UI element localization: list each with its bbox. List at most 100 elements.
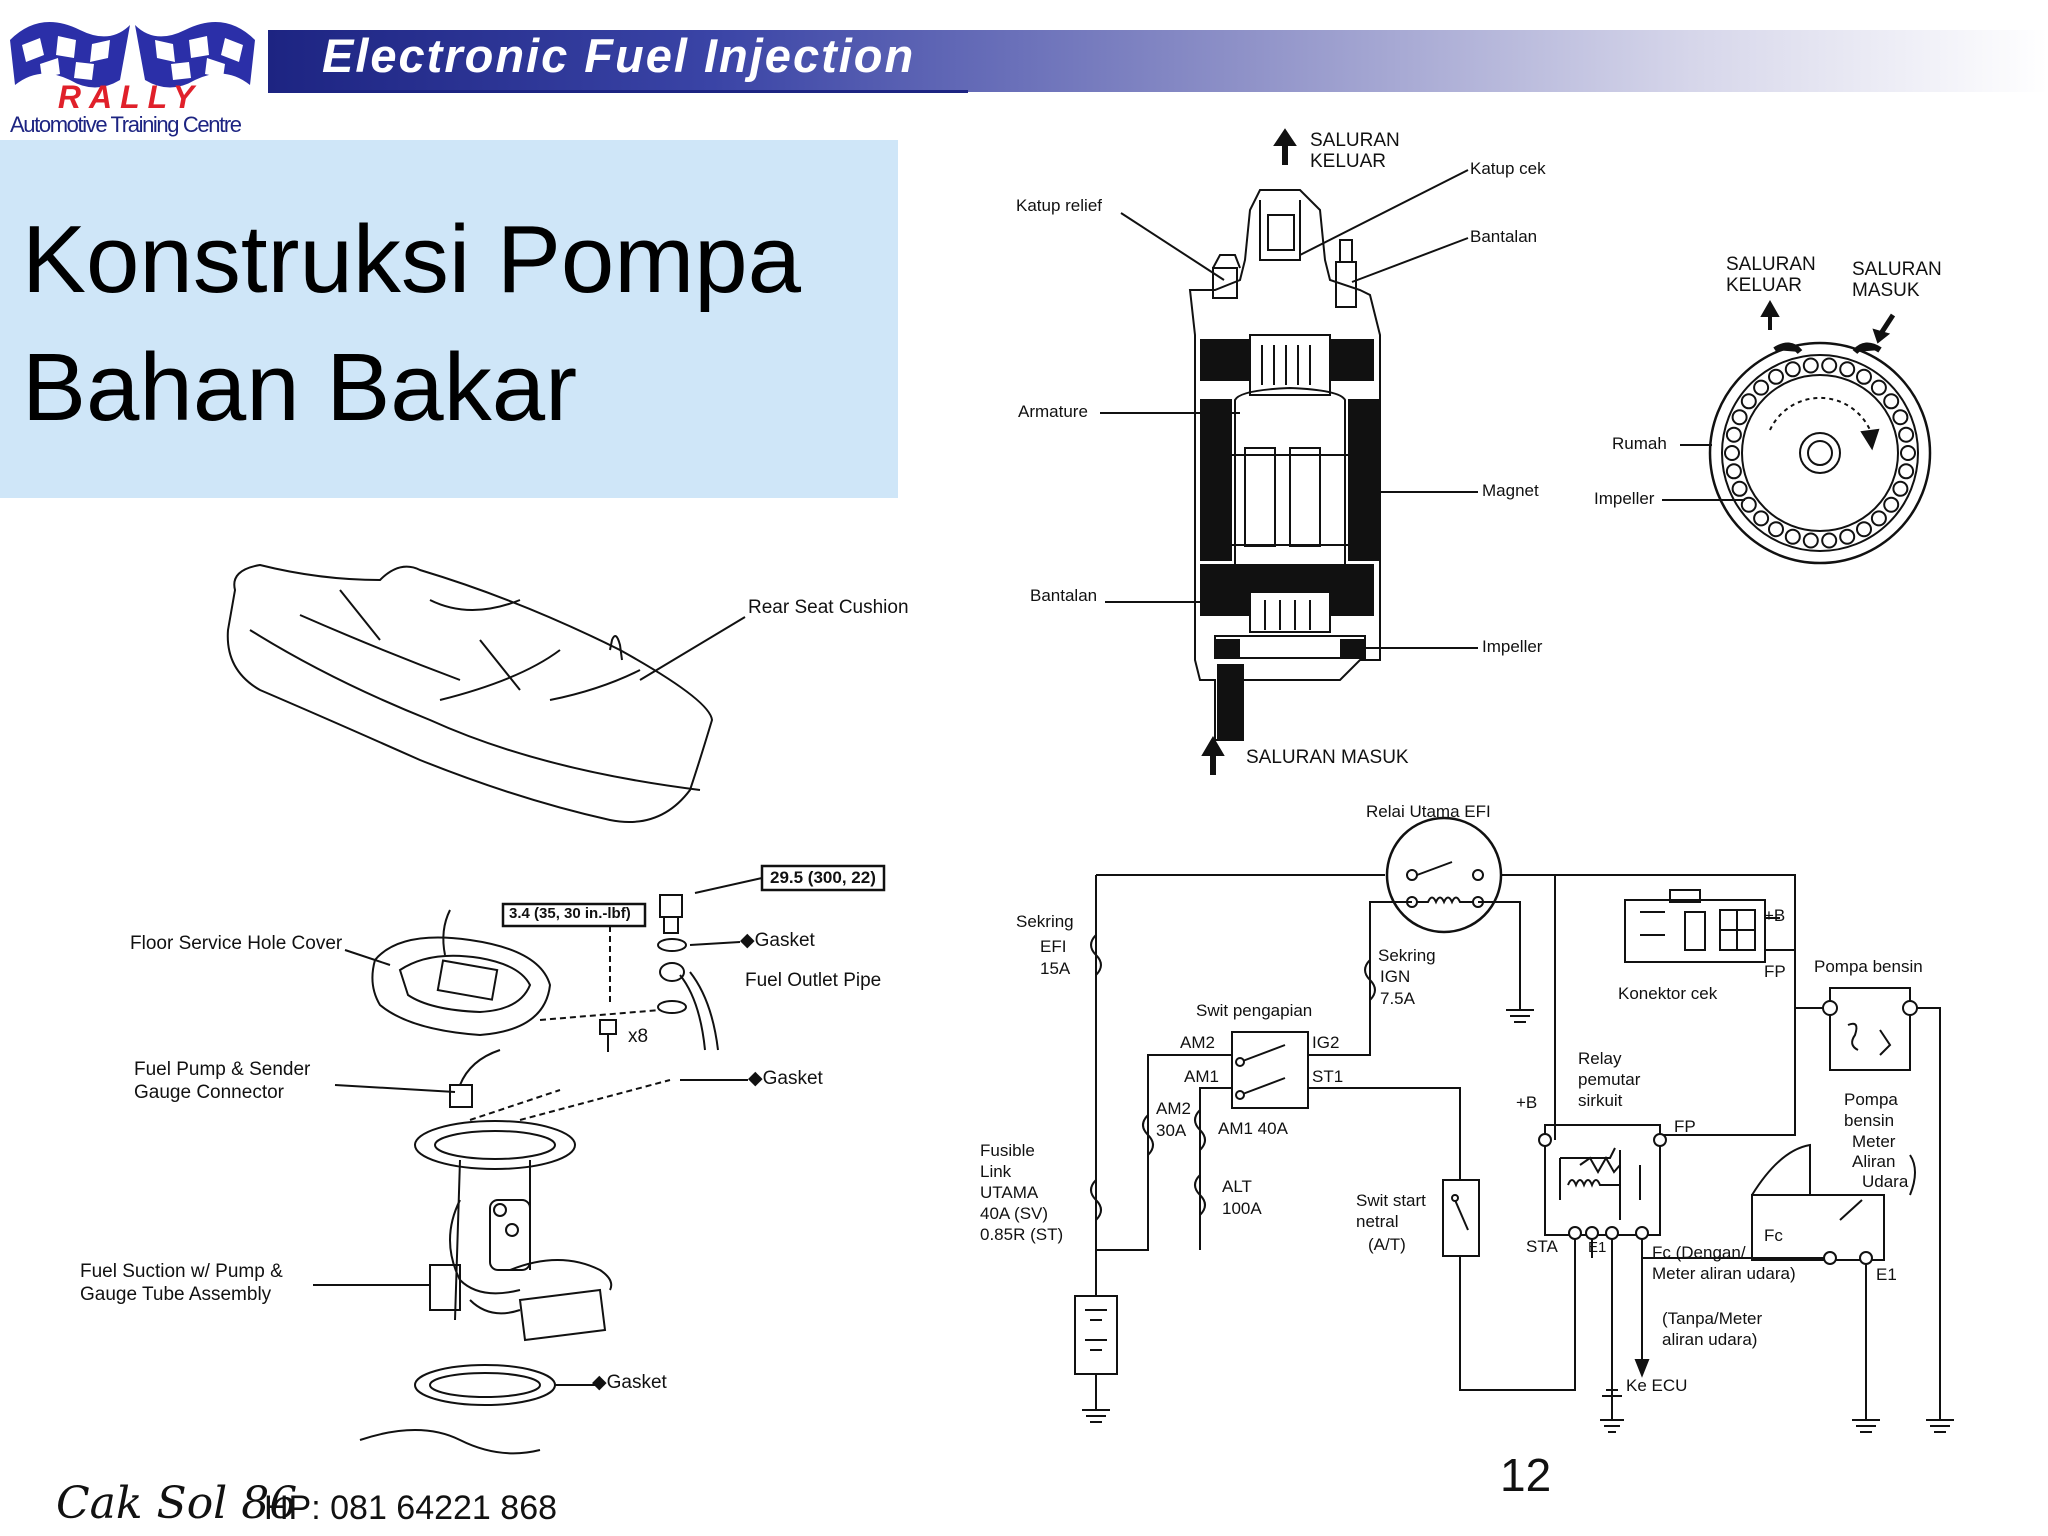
label-ig2: IG2 bbox=[1312, 1033, 1340, 1052]
header-underline bbox=[268, 90, 968, 93]
label-am1-40a: AM1 40A bbox=[1218, 1119, 1288, 1138]
label-katup-cek: Katup cek bbox=[1470, 159, 1546, 178]
leader-bantalan-top bbox=[1351, 237, 1469, 283]
impeller-tooth bbox=[1731, 409, 1748, 426]
logo-text: RALLY bbox=[58, 79, 202, 115]
label-sekring-ign-1: Sekring bbox=[1378, 946, 1436, 965]
impeller-tooth bbox=[1731, 480, 1748, 497]
label-alt-2: 100A bbox=[1222, 1199, 1262, 1218]
label-fc-dengan-2: Meter aliran udara) bbox=[1652, 1264, 1796, 1283]
checkered-flag-right-icon bbox=[135, 22, 255, 88]
impeller-tooth bbox=[1725, 426, 1742, 443]
connector-drawing bbox=[449, 1049, 501, 1108]
tank-gasket-drawing bbox=[414, 1364, 556, 1406]
bolt-drawing bbox=[599, 1019, 617, 1052]
label-suction-line2: Gauge Tube Assembly bbox=[80, 1284, 272, 1305]
impeller-tooth bbox=[1839, 528, 1856, 545]
label-imp-impeller: Impeller bbox=[1594, 489, 1655, 508]
label-katup-relief: Katup relief bbox=[1016, 196, 1102, 215]
fuel-outlet-pipe-drawing bbox=[657, 894, 719, 1051]
impeller-tooth bbox=[1724, 445, 1740, 461]
impeller-tooth bbox=[1821, 357, 1838, 374]
label-sta: STA bbox=[1526, 1237, 1558, 1256]
label-relay-3: sirkuit bbox=[1578, 1091, 1623, 1110]
impeller-tooth bbox=[1883, 393, 1900, 410]
label-am2-30a-1: AM2 bbox=[1156, 1099, 1191, 1118]
label-fuel-outlet-pipe: Fuel Outlet Pipe bbox=[745, 970, 882, 991]
impeller-tooth bbox=[1870, 379, 1887, 396]
impeller-tooth bbox=[1725, 463, 1742, 480]
slide-title-line2: Bahan Bakar bbox=[22, 334, 578, 441]
impeller-tooth bbox=[1892, 480, 1909, 497]
label-swit-pengapian: Swit pengapian bbox=[1196, 1001, 1313, 1020]
impeller-teeth bbox=[1724, 357, 1916, 549]
impeller-tooth bbox=[1768, 368, 1784, 385]
label-fusible-3: UTAMA bbox=[980, 1183, 1039, 1202]
fuel-pump-gauge-assembly-drawing bbox=[414, 1120, 613, 1342]
inlet-arrow-head bbox=[1201, 736, 1225, 756]
label-imp-inlet-1: SALURAN bbox=[1852, 259, 1942, 280]
impeller-tooth bbox=[1784, 528, 1801, 545]
label-sekring-efi-1: Sekring bbox=[1016, 912, 1074, 931]
impeller-tooth bbox=[1821, 532, 1838, 549]
label-fusible-5: 0.85R (ST) bbox=[980, 1225, 1064, 1244]
impeller-tooth bbox=[1784, 361, 1801, 378]
label-pump-outlet-1: SALURAN bbox=[1310, 130, 1400, 151]
impeller-tooth bbox=[1856, 521, 1872, 538]
dash-3 bbox=[469, 1089, 561, 1121]
label-imp-outlet-2: KELUAR bbox=[1726, 275, 1803, 296]
label-fusible-4: 40A (SV) bbox=[980, 1204, 1049, 1223]
dash-2 bbox=[519, 1079, 671, 1121]
impeller-tooth bbox=[1883, 496, 1900, 513]
label-pompa-bensin-meter-2: bensin bbox=[1844, 1111, 1895, 1130]
impeller-tooth bbox=[1839, 361, 1856, 378]
label-relai-utama: Relai Utama EFI bbox=[1366, 802, 1491, 821]
label-conn-fp: FP bbox=[1764, 962, 1786, 981]
checkered-flag-left-icon bbox=[10, 22, 130, 88]
leader-torque-1 bbox=[694, 877, 763, 894]
leader-gasket-1 bbox=[689, 941, 741, 946]
label-relay-plus-b: +B bbox=[1516, 1093, 1538, 1112]
impeller-tooth bbox=[1740, 393, 1757, 410]
label-imp-outlet-1: SALURAN bbox=[1726, 254, 1816, 275]
label-magnet: Magnet bbox=[1482, 481, 1539, 500]
label-tanpa-1: (Tanpa/Meter bbox=[1662, 1309, 1763, 1328]
leader-katup-cek bbox=[1299, 169, 1469, 256]
label-gasket-3: ◆Gasket bbox=[592, 1372, 667, 1393]
label-am1: AM1 bbox=[1184, 1067, 1219, 1086]
label-sekring-ign-3: 7.5A bbox=[1380, 989, 1415, 1008]
label-fusible-2: Link bbox=[980, 1162, 1012, 1181]
label-gasket-2: ◆Gasket bbox=[748, 1068, 823, 1089]
label-connector-line1: Fuel Pump & Sender bbox=[134, 1059, 311, 1080]
label-pompa-bensin-top: Pompa bensin bbox=[1814, 957, 1923, 976]
dash-1 bbox=[539, 1009, 661, 1021]
label-meter-3: Udara bbox=[1862, 1172, 1909, 1191]
label-rear-seat-cushion: Rear Seat Cushion bbox=[748, 597, 909, 618]
imp-outlet-arrow-head bbox=[1760, 299, 1780, 317]
impeller-tooth bbox=[1753, 510, 1770, 527]
slide-title-line1: Konstruksi Pompa bbox=[22, 206, 802, 313]
impeller-tooth bbox=[1898, 426, 1915, 443]
imp-inlet-arrow-head bbox=[1872, 328, 1891, 344]
label-sekring-efi-2: EFI bbox=[1040, 937, 1067, 956]
label-pump-impeller: Impeller bbox=[1482, 637, 1543, 656]
label-bantalan-bottom: Bantalan bbox=[1030, 586, 1098, 605]
leader-katup-relief bbox=[1120, 212, 1225, 281]
label-st1: ST1 bbox=[1312, 1067, 1344, 1086]
leader-rear-seat bbox=[639, 616, 746, 681]
fuel-pump-cross-section bbox=[1188, 189, 1381, 741]
label-connector-line2: Gauge Connector bbox=[134, 1082, 284, 1103]
header-bar bbox=[268, 30, 2048, 92]
floor-service-hole-cover-drawing bbox=[371, 909, 552, 1037]
impeller-tooth bbox=[1900, 445, 1916, 461]
label-floor-service-hole-cover: Floor Service Hole Cover bbox=[130, 933, 343, 954]
label-tanpa-2: aliran udara) bbox=[1662, 1330, 1758, 1349]
label-fc-meter: Fc bbox=[1764, 1226, 1783, 1245]
impeller-tooth bbox=[1898, 463, 1915, 480]
label-e1-meter: E1 bbox=[1876, 1265, 1897, 1284]
impeller-end-view bbox=[1708, 341, 1932, 565]
rally-logo: RALLY Automotive Training Centre bbox=[10, 22, 255, 137]
label-relay-2: pemutar bbox=[1578, 1070, 1641, 1089]
label-alt-1: ALT bbox=[1222, 1177, 1252, 1196]
label-meter-1: Meter bbox=[1852, 1132, 1896, 1151]
